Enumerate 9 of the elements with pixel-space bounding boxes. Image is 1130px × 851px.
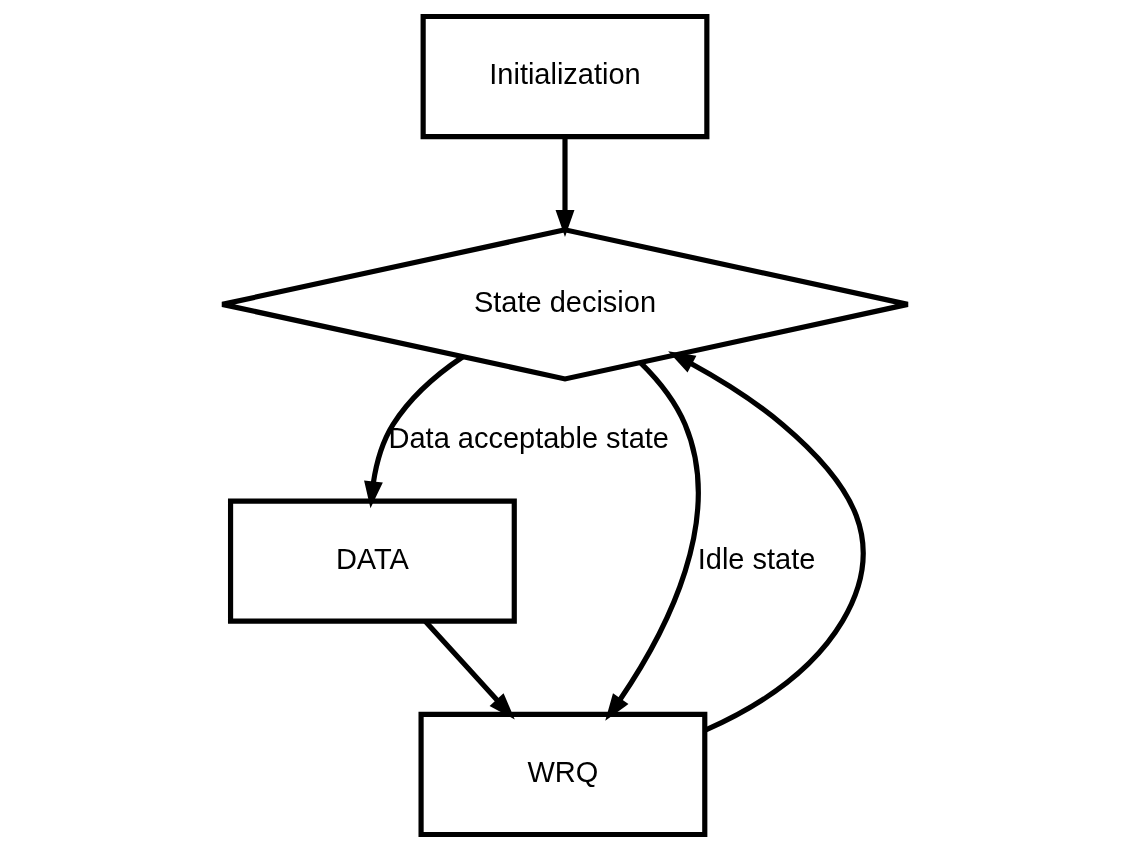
arrow [605, 360, 701, 721]
node-box: WRQ [418, 711, 708, 838]
arrow [668, 351, 866, 733]
edge-label: Idle state [697, 542, 816, 575]
node-diamond: State decision [219, 227, 911, 382]
node-box: Initialization [420, 13, 710, 140]
arrow [555, 136, 575, 237]
node-box: DATA [228, 498, 517, 624]
edge-label: Data acceptable state [388, 421, 669, 454]
